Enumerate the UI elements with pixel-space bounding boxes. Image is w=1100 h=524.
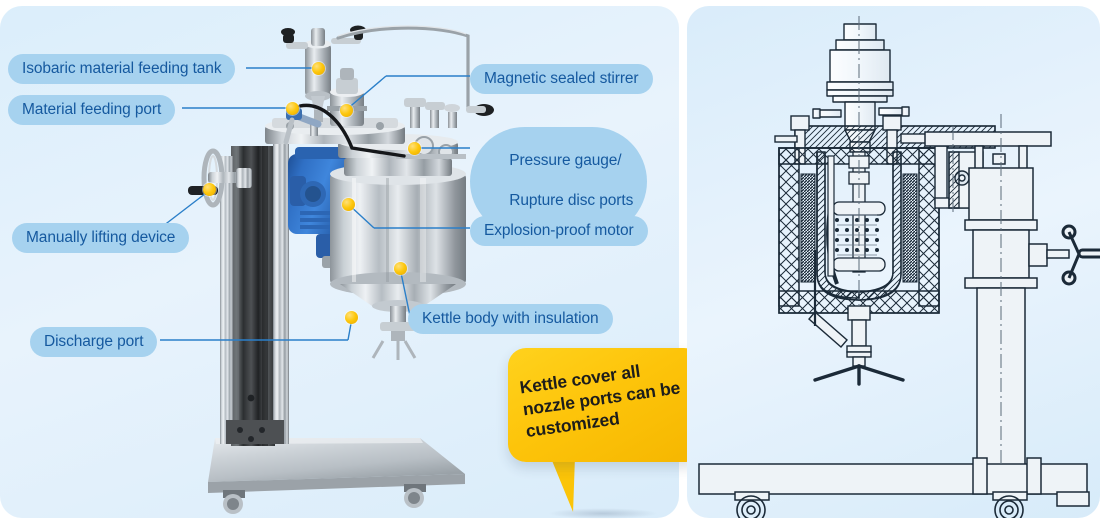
product-photo-panel: FL	[0, 6, 679, 518]
leader-lines	[149, 67, 470, 341]
label-pressure-gauge-line2: Rupture disc ports	[509, 192, 634, 209]
label-explosion-proof-motor[interactable]: Explosion-proof motor	[470, 216, 648, 246]
technical-drawing-panel	[687, 6, 1100, 518]
label-magnetic-sealed-stirrer[interactable]: Magnetic sealed stirrer	[470, 64, 653, 94]
marker-dot-lifting-device	[203, 183, 216, 196]
label-discharge-port[interactable]: Discharge port	[30, 327, 158, 357]
label-manually-lifting-device[interactable]: Manually lifting device	[12, 223, 190, 253]
marker-dot-feeding-port	[286, 102, 299, 115]
marker-dot-explosion-proof-motor	[342, 198, 355, 211]
marker-dot-discharge-port	[345, 311, 358, 324]
customization-callout[interactable]: Kettle cover all nozzle ports can be cus…	[508, 348, 714, 519]
leader-stirrer-b	[345, 75, 387, 111]
reactor-cross-section-drawing	[698, 16, 1100, 518]
marker-dot-magnetic-stirrer	[340, 104, 353, 117]
label-material-feeding-port[interactable]: Material feeding port	[8, 95, 176, 125]
marker-dot-kettle-body	[394, 262, 407, 275]
label-isobaric-material-feeding-tank[interactable]: Isobaric material feeding tank	[8, 54, 236, 84]
bubble-tail	[549, 458, 575, 512]
reactor-photograph: FL	[188, 25, 494, 514]
marker-dot-pressure-gauge	[408, 142, 421, 155]
bubble-body	[508, 348, 704, 462]
bubble-shadow	[548, 508, 658, 519]
label-kettle-body-with-insulation[interactable]: Kettle body with insulation	[408, 304, 613, 334]
marker-dot-isobaric-tank	[312, 62, 325, 75]
leader-kettle	[399, 267, 411, 317]
label-pressure-gauge-line1: Pressure gauge/	[509, 152, 622, 169]
